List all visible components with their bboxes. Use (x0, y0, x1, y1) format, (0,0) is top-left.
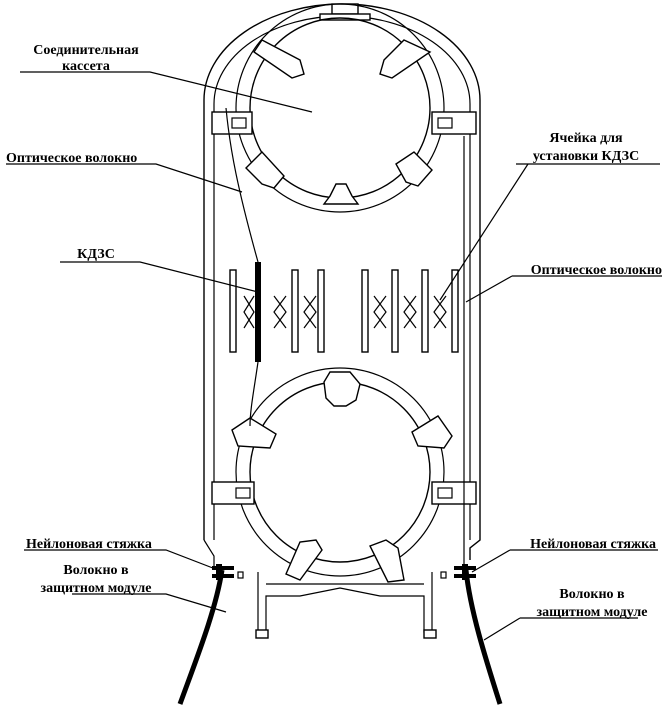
lower-tray-tab-e (411, 415, 453, 449)
upper-tray-tab-se (395, 151, 433, 187)
label-kdzs-cell-line1: Ячейка для (549, 131, 623, 146)
lower-tray-tab-w (231, 417, 277, 449)
upper-tray-tab-nw (253, 39, 305, 79)
lower-tray-tab-se (369, 539, 405, 583)
upper-tray-tab-ne (379, 39, 432, 79)
label-optical-fiber-left: Оптическое волокно (6, 151, 137, 166)
kdzs-sleeve (255, 262, 261, 362)
label-splice-cassette-line1: Соединительная (33, 43, 139, 58)
upper-right-clip (431, 111, 477, 135)
label-nylon-tie-right: Нейлоновая стяжка (530, 537, 656, 552)
upper-tray-tab-sw (245, 150, 285, 189)
bottom-bracket (237, 571, 447, 639)
label-kdzs-cell-line2: установки КДЗС (533, 149, 639, 164)
lower-splice-tray (211, 367, 477, 583)
kdzs-holder-slots (229, 262, 459, 362)
lower-right-clip (431, 481, 477, 505)
lower-tray-tab-sw (285, 539, 323, 581)
label-fiber-module-left-line2: защитном модуле (41, 581, 152, 596)
labels: Соединительная кассета Оптическое волокн… (6, 43, 662, 620)
optical-fibers (177, 107, 503, 705)
leader-lines (6, 71, 662, 641)
upper-tray-tab-s (322, 183, 360, 205)
label-fiber-module-right-line2: защитном модуле (537, 605, 648, 620)
label-nylon-tie-left: Нейлоновая стяжка (26, 537, 152, 552)
label-fiber-module-right-line1: Волокно в (559, 587, 625, 602)
upper-splice-tray (211, 3, 477, 213)
label-optical-fiber-right: Оптическое волокно (531, 263, 662, 278)
label-splice-cassette-line2: кассета (62, 59, 110, 74)
lower-tray-tab-n (323, 371, 361, 407)
label-kdzs: КДЗС (77, 247, 115, 262)
left-protected-fiber (177, 569, 225, 705)
label-fiber-module-left-line1: Волокно в (63, 563, 129, 578)
lower-left-clip (211, 481, 255, 505)
nylon-ties (212, 564, 476, 580)
right-protected-fiber (463, 569, 503, 705)
